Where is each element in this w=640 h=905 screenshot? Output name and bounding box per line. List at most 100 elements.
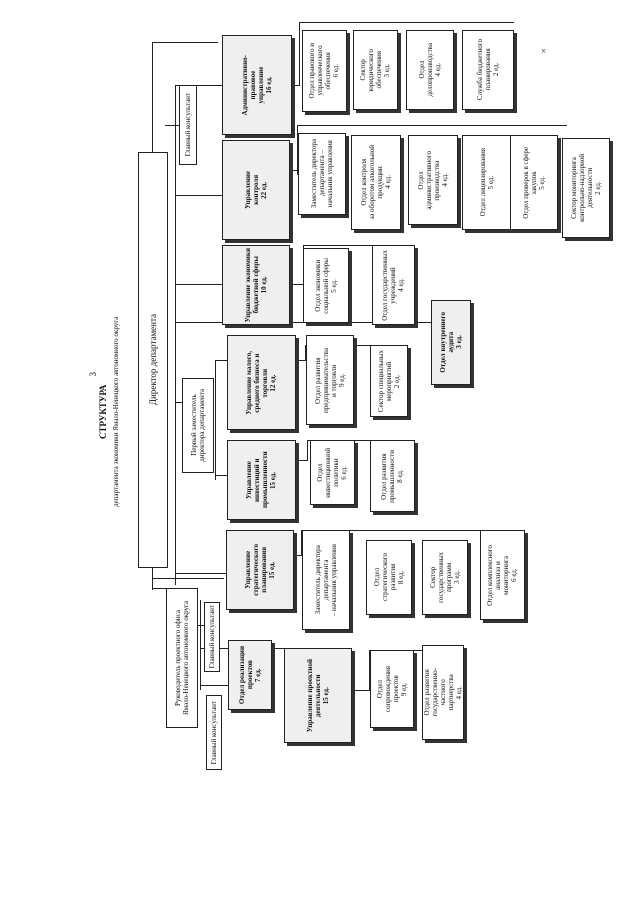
econ-social-box: Отдел экономики социальной сферы 5 ед. — [303, 248, 349, 323]
office-dept-box: Отдел делопроизводства 4 ед. — [406, 30, 454, 110]
legal-dept-box: Отдел правового и управленческого обеспе… — [302, 30, 347, 112]
control-capital-label: Отдел контроля за оборотом алкогольной п… — [359, 145, 393, 220]
small-business-label: Управление малого, среднего бизнеса и то… — [245, 350, 278, 415]
control-monitoring-label: Сектор мониторинга контрольно-надзорной … — [569, 154, 603, 222]
special-events-box: Сектор специальных мероприятий 2 ед. — [370, 345, 408, 417]
legal-dept-label: Отдел правового и управленческого обеспе… — [308, 43, 341, 99]
page-number: 3 — [88, 372, 98, 377]
chief-consultant-label-mid: Главный консультант — [207, 605, 216, 669]
invest-policy-box: Отдел инвестиционной политики 6 ед. — [310, 440, 355, 505]
first-deputy-box: Первый заместитель директора департамент… — [182, 378, 214, 473]
connector-control-sub-bar — [297, 125, 298, 175]
connector-invest-sub — [296, 460, 308, 461]
industry-dev-label: Отдел развития промышленности 8 ед. — [380, 449, 405, 503]
industry-dev-box: Отдел развития промышленности 8 ед. — [370, 440, 415, 512]
connector-control — [176, 195, 222, 196]
project-mgmt-label: Управление проектной деятельности 15 ед. — [305, 658, 331, 733]
invest-policy-label: Отдел инвестиционной политики 6 ед. — [316, 447, 349, 498]
control-deputy-box: Заместитель директора департамента – нач… — [298, 133, 346, 215]
control-admin-label: Отдел административного производства 4 е… — [416, 150, 450, 210]
control-label: Управление контроля 22 ед. — [243, 171, 269, 209]
title-block: СТРУКТУРА департамента экономики Ямало-Н… — [98, 262, 126, 562]
connector-top-horizontal — [152, 42, 218, 43]
connector-admin-sub-bar — [299, 22, 300, 86]
connector-strategic-sub — [294, 555, 302, 556]
internal-audit-box: Отдел внутреннего аудита 3 ед. — [431, 300, 471, 385]
connector-investment — [215, 475, 227, 476]
control-box: Управление контроля 22 ед. — [222, 140, 290, 240]
director-label: Директор департамента — [147, 314, 158, 406]
investment-box: Управление инвестиций и промышленности 1… — [227, 440, 296, 520]
connector-control-sub — [290, 170, 298, 171]
econ-budget-box: Управление экономики бюджетной сферы 10 … — [222, 245, 290, 325]
control-monitoring-box: Сектор мониторинга контрольно-надзорной … — [562, 138, 610, 238]
complex-analysis-label: Отдел комплексного анализа и мониторинга… — [486, 544, 519, 606]
connector-business-sub — [296, 360, 306, 361]
state-programs-label: Сектор государственных программ 3 ед. — [428, 552, 462, 603]
econ-state-box: Отдел государственных учреждений 4 ед. — [372, 245, 415, 325]
first-deputy-label: Первый заместитель директора департамент… — [189, 389, 206, 462]
connector-strategic-sub-top — [301, 530, 481, 531]
project-mgmt-box: Управление проектной деятельности 15 ед. — [284, 648, 352, 743]
control-licensing-box: Отдел лицензирования 5 ед. — [462, 135, 512, 230]
chief-consultant-box-top: Главный консультант — [179, 85, 197, 165]
control-licensing-label: Отдел лицензирования 5 ед. — [478, 148, 495, 217]
strategic-deputy-label: Заместитель директора департамента – нач… — [313, 543, 339, 617]
connector-top-vertical — [152, 42, 153, 152]
project-support-box: Отдел сопровождения проектов 9 ед. — [370, 650, 414, 728]
control-admin-box: Отдел административного производства 4 е… — [408, 135, 458, 225]
chart-title: СТРУКТУРА — [98, 384, 108, 440]
connector-invest-sub-bar — [307, 440, 308, 461]
ppp-dev-box: Отдел развития государственно- частного … — [422, 645, 464, 740]
project-support-label: Отдел сопровождения проектов 9 ед. — [375, 665, 409, 713]
control-deputy-label: Заместитель директора департамента – нач… — [309, 139, 335, 209]
state-programs-box: Сектор государственных программ 3 ед. — [422, 540, 468, 615]
connector-bottom-vertical — [152, 568, 153, 590]
chief-consultant-box-mid: Главный консультант — [204, 602, 220, 672]
strategic-label: Управление стратегического планирования … — [243, 544, 277, 596]
control-procurement-box: Отдел проверок в сфере закупок 5 ед. — [510, 135, 558, 230]
budget-service-box: Служба бюджетного планирования 2 ед. — [462, 30, 514, 110]
connector-admin-sub-top — [299, 22, 514, 23]
control-capital-box: Отдел контроля за оборотом алкогольной п… — [351, 135, 401, 230]
strategic-dev-box: Отдел стратегического развития 8 ед. — [366, 540, 412, 615]
complex-analysis-box: Отдел комплексного анализа и мониторинга… — [480, 530, 525, 620]
connector-project-spine — [200, 600, 201, 690]
connector-right-spine — [175, 85, 176, 585]
econ-budget-label: Управление экономики бюджетной сферы 10 … — [243, 247, 269, 323]
head-project-office-label: Руководитель проектного офиса Ямало-Нене… — [173, 600, 190, 716]
connector-head-office — [152, 588, 166, 589]
strategic-dev-label: Отдел стратегического развития 8 ед. — [372, 553, 406, 602]
connector-strategic-sub-bar — [301, 530, 302, 556]
connector-econ-sub — [290, 284, 304, 285]
connector-econ-budget — [176, 284, 222, 285]
connector-business-sub-bar — [305, 345, 306, 361]
admin-legal-label: Административно- правовое управление 16 … — [240, 54, 274, 116]
internal-audit-label: Отдел внутреннего аудита 3 ед. — [438, 312, 464, 373]
connector-project-sub — [352, 690, 370, 691]
business-dev-label: Отдел развития предпринимательства и тор… — [313, 347, 347, 413]
connector-bottom-horizontal — [152, 578, 224, 579]
ppp-dev-label: Отдел развития государственно- частного … — [422, 668, 464, 717]
project-implementation-label: Отдел реализации проектов 7 ед. — [237, 645, 263, 705]
budget-service-label: Служба бюджетного планирования 2 ед. — [475, 39, 501, 101]
legal-sector-label: Сектор юридического обеспечения 3 ед. — [359, 48, 392, 92]
legal-sector-box: Сектор юридического обеспечения 3 ед. — [353, 30, 398, 110]
director-box: Директор департамента — [138, 152, 168, 568]
connector-project-impl — [200, 685, 228, 686]
connector-admin-sub — [292, 85, 300, 86]
connector-control-sub-top — [297, 125, 567, 126]
connector-first-deputy — [176, 402, 182, 403]
chief-consultant-label-bottom: Главный консультант — [209, 700, 218, 765]
office-dept-label: Отдел делопроизводства 4 ед. — [417, 43, 443, 97]
chief-consultant-label-top: Главный консультант — [183, 93, 192, 157]
strategic-deputy-box: Заместитель директора департамента – нач… — [302, 530, 350, 630]
special-events-label: Сектор специальных мероприятий 2 ед. — [376, 349, 402, 413]
connector-to-consultant-top — [165, 125, 179, 126]
business-dev-box: Отдел развития предпринимательства и тор… — [306, 335, 354, 425]
stray-mark: × — [541, 46, 547, 56]
connector-econ-sub-top — [303, 245, 373, 246]
admin-legal-box: Административно- правовое управление 16 … — [222, 35, 292, 135]
head-project-office-box: Руководитель проектного офиса Ямало-Нене… — [166, 588, 198, 728]
connector-small-business — [215, 360, 227, 361]
